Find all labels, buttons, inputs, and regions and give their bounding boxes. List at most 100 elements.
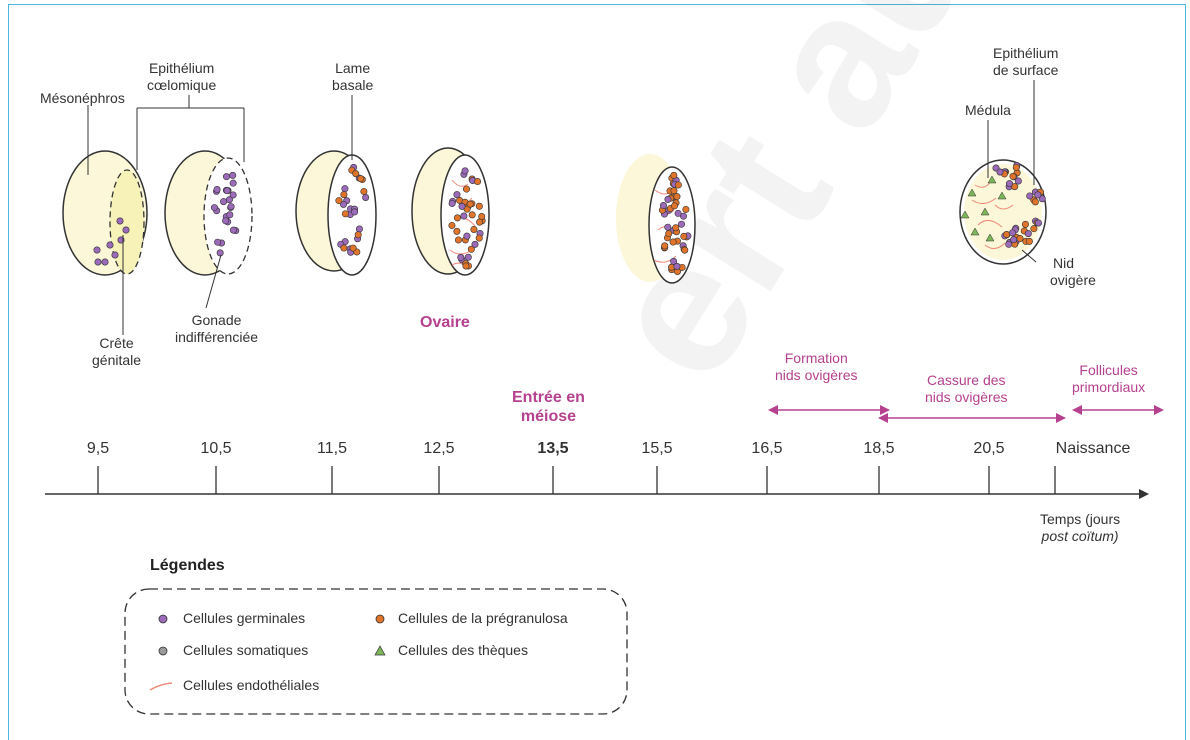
germinal-cell	[226, 211, 234, 219]
pregranulosa-cell	[448, 221, 456, 229]
crete-genitale-shape	[109, 169, 145, 275]
germinal-cell	[1026, 192, 1034, 200]
label-ovaire: Ovaire	[420, 314, 470, 331]
germinal-cell	[216, 249, 224, 257]
legend-symbols	[149, 614, 386, 691]
pregranulosa-cell	[665, 230, 673, 238]
germinal-cell	[229, 179, 237, 187]
stage-12-5-gonad	[411, 147, 490, 276]
pregranulosa-cell	[453, 227, 461, 235]
pregranulosa-cell	[474, 178, 482, 186]
germinal-cell	[679, 212, 687, 220]
tick-label: 11,5	[317, 440, 347, 457]
pregranulosa-cell	[335, 197, 343, 205]
label-epithelium-coelomique: Epithélium cœlomique	[147, 60, 217, 93]
germinal-cell	[1010, 236, 1018, 244]
pregranulosa-cell	[1003, 231, 1011, 239]
pregranulosa-cell	[680, 232, 688, 240]
theque-cell	[960, 210, 970, 219]
stage-10-5-gonad	[164, 150, 253, 276]
pregranulosa-cell	[466, 200, 474, 208]
tick-label: 9,5	[86, 440, 110, 457]
pregranulosa-cell	[681, 246, 689, 254]
germinal-cell	[101, 258, 109, 266]
pregranulosa-cell	[468, 211, 476, 219]
pregranulosa-cell	[463, 185, 471, 193]
time-axis	[45, 466, 1149, 499]
pregranulosa-cell	[453, 214, 461, 222]
stage-15-5-gonad	[616, 154, 696, 284]
pregranulosa-cell	[1012, 163, 1020, 171]
pregranulosa-cell	[360, 187, 368, 195]
pregranulosa-cell	[671, 202, 679, 210]
legend-pregranulosa: Cellules de la prégranulosa	[398, 610, 568, 626]
germinal-cell	[341, 185, 349, 193]
germinal-cell	[222, 217, 230, 225]
theque-cell	[970, 227, 980, 236]
label-lame-basale: Lame basale	[332, 60, 374, 93]
pregranulosa-cell	[1011, 183, 1019, 191]
event-entree-meiose: Entrée en méiose	[512, 389, 585, 425]
germinal-cell	[471, 240, 479, 248]
pregranulosa-cell	[673, 193, 681, 201]
pregranulosa-cell	[340, 244, 348, 252]
germinal-cell	[227, 203, 235, 211]
pregranulosa-cell	[352, 170, 360, 178]
germinal-cell	[674, 209, 682, 217]
germinal-cell	[351, 208, 359, 216]
endothelial-vessel	[451, 179, 469, 187]
germinal-cell	[448, 199, 456, 207]
germinal-cell	[229, 171, 237, 179]
germinal-cell	[362, 193, 370, 201]
germinal-cell	[461, 167, 469, 175]
event-formation-nids: Formation nids ovigères	[775, 350, 858, 383]
pregranulosa-cell	[475, 234, 483, 242]
germinal-cell	[996, 168, 1004, 176]
germinal-cell	[1008, 229, 1016, 237]
endothelial-vessel	[971, 197, 997, 204]
legend-somatiques: Cellules somatiques	[183, 642, 309, 658]
pregranulosa-cell	[672, 224, 680, 232]
theque-cell	[987, 175, 997, 184]
tick-label: 15,5	[641, 440, 673, 457]
pregranulosa-cell	[1009, 172, 1017, 180]
stage-20-5-ovary	[959, 159, 1047, 265]
pregranulosa-cell	[470, 225, 478, 233]
germinal-cell	[1014, 177, 1022, 185]
pregranulosa-cell	[661, 242, 669, 250]
endothelial-vessel	[653, 255, 677, 263]
label-epithelium-surface: Epithélium de surface	[993, 45, 1059, 78]
endothelial-vessel	[994, 204, 1014, 210]
tick-label: Naissance	[1055, 440, 1131, 457]
tick-label: 16,5	[751, 440, 783, 457]
pregranulosa-cell	[462, 262, 470, 270]
germinal-cell	[1034, 191, 1042, 199]
event-cassure-nids: Cassure des nids ovigères	[925, 372, 1008, 405]
germinal-cell	[458, 202, 466, 210]
tick-label: 20,5	[973, 440, 1005, 457]
pregranulosa-cell	[357, 175, 365, 183]
germinal-cell	[93, 246, 101, 254]
germinal-cell	[678, 220, 686, 228]
pregranulosa-cell	[354, 231, 362, 239]
germinal-cell	[223, 173, 231, 181]
leader-lines	[87, 80, 1037, 335]
legend-germinales: Cellules germinales	[183, 610, 306, 626]
legend-theques: Cellules des thèques	[398, 642, 528, 658]
pregranulosa-cell	[670, 187, 678, 195]
germinal-cell	[1034, 219, 1042, 227]
tick-label: 10,5	[200, 440, 232, 457]
label-gonade-indifferenciee: Gonade indifférenciée	[175, 312, 259, 345]
pregranulosa-cell	[669, 238, 677, 246]
event-follicules-primordiaux: Follicules primordiaux	[1072, 362, 1146, 395]
germinal-cell	[214, 238, 222, 246]
germinal-cell	[457, 253, 465, 261]
endothelial-vessel	[984, 242, 1006, 249]
pregranulosa-cell	[1025, 237, 1033, 245]
germinal-cell	[464, 253, 472, 261]
germinal-cell	[1005, 240, 1013, 248]
pregranulosa-cell	[670, 171, 678, 179]
pregranulosa-cell	[476, 218, 484, 226]
germinal-cell	[673, 262, 681, 270]
